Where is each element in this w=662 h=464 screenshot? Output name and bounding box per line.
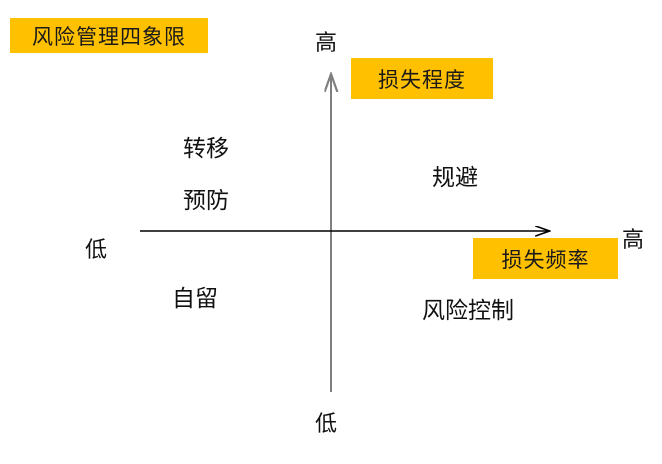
- quadrant-label-retention: 自留: [172, 286, 218, 312]
- quadrant-label-risk-control: 风险控制: [422, 298, 514, 324]
- horizontal-axis-high-label: 高: [622, 228, 645, 253]
- vertical-axis-low-label: 低: [315, 412, 338, 437]
- horizontal-axis-title: 损失频率: [473, 238, 618, 279]
- vertical-axis-high-label: 高: [315, 31, 338, 56]
- quadrant-label-avoidance: 规避: [432, 165, 478, 191]
- diagram-title: 风险管理四象限: [10, 18, 208, 53]
- vertical-axis-title: 损失程度: [351, 58, 493, 99]
- horizontal-axis-low-label: 低: [85, 238, 108, 263]
- quadrant-label-prevention: 预防: [183, 188, 229, 214]
- quadrant-label-transfer: 转移: [183, 136, 229, 162]
